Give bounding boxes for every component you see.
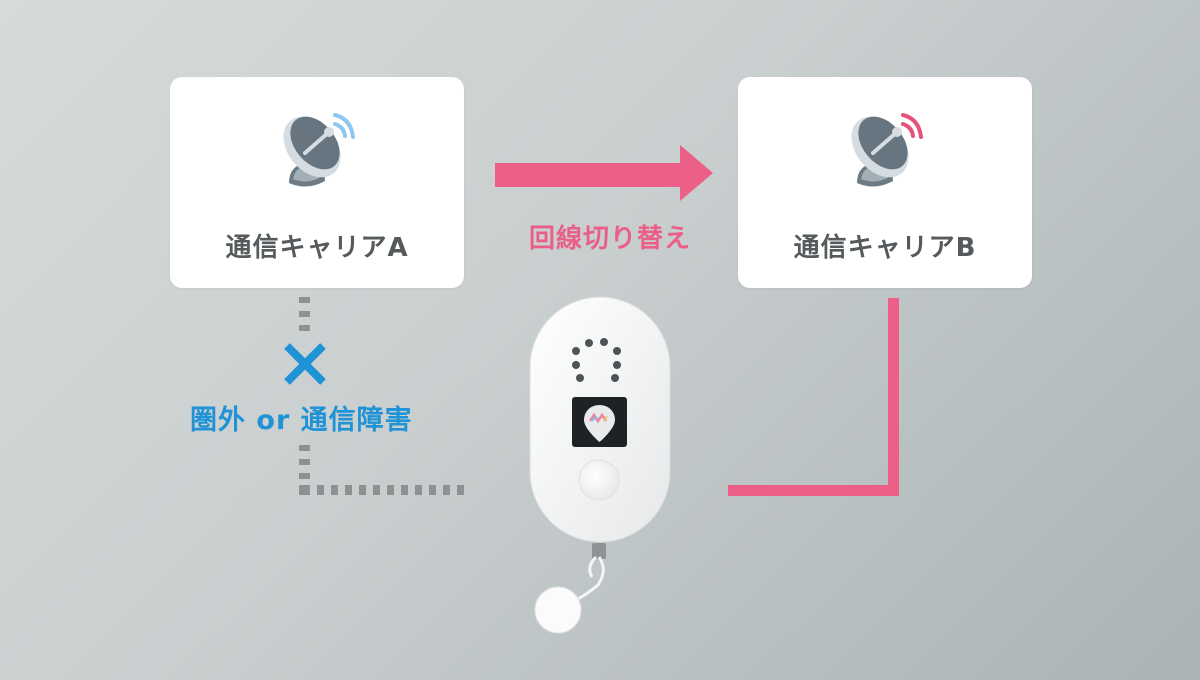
broken-line-horizontal [299, 485, 464, 495]
location-pin-logo-icon [584, 405, 615, 442]
carrier-a-card: 通信キャリアA [170, 77, 464, 288]
carrier-b-card: 通信キャリアB [738, 77, 1032, 288]
gps-tracker-device [529, 296, 671, 634]
satellite-dish-icon [283, 113, 355, 187]
satellite-dish-icon [851, 113, 923, 187]
switch-arrow-icon [495, 145, 713, 201]
broken-line-bottom [299, 445, 310, 487]
carrier-b-label: 通信キャリアB [793, 233, 977, 263]
active-line-vertical [888, 298, 899, 496]
active-line-horizontal [728, 485, 899, 496]
cross-icon [284, 343, 326, 385]
carrier-a-label: 通信キャリアA [225, 233, 409, 263]
speaker-holes [572, 338, 621, 382]
failure-label: 圏外 or 通信障害 [190, 405, 413, 436]
switch-label: 回線切り替え [528, 224, 691, 254]
broken-line-top [299, 297, 310, 339]
